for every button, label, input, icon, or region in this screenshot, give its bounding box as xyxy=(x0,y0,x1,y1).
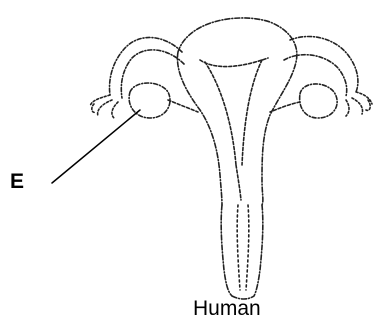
left-fimbriae xyxy=(90,95,118,118)
cervix-vagina xyxy=(221,205,263,299)
diagram-caption: Human xyxy=(193,297,261,321)
left-ovary xyxy=(129,83,170,118)
cervical-canal xyxy=(237,205,249,290)
label-e: E xyxy=(10,170,24,194)
left-fallopian-tube xyxy=(110,37,184,98)
right-fimbriae xyxy=(346,92,372,116)
right-ovary xyxy=(300,84,338,118)
label-e-pointer xyxy=(52,110,140,183)
